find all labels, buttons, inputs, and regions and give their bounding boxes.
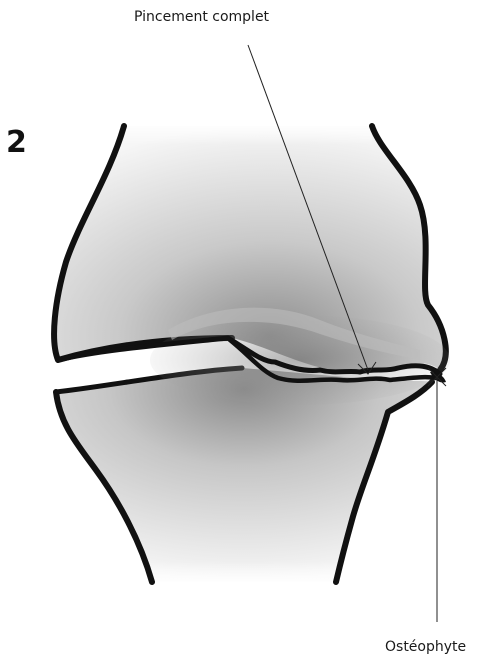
joint-diagram (0, 0, 482, 657)
